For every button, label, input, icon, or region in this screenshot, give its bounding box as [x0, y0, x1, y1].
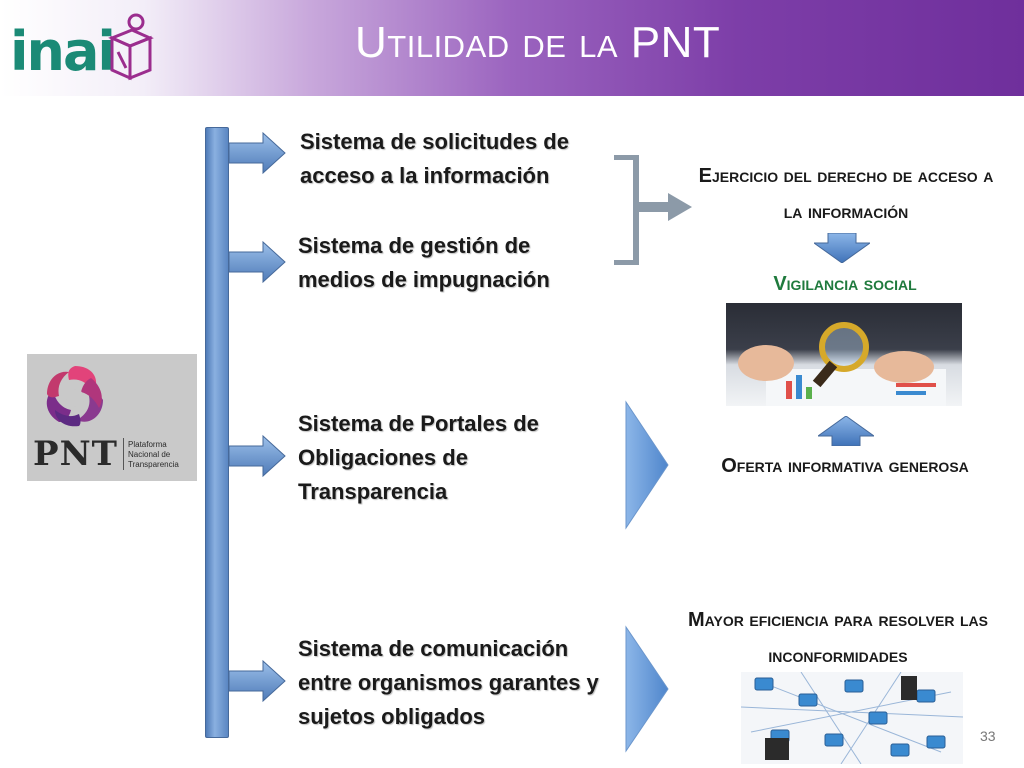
vertical-connector-bar — [205, 127, 229, 738]
system-label: Sistema de solicitudes de acceso a la in… — [300, 129, 569, 188]
arrow-right-icon — [229, 240, 286, 284]
inai-logo-text: inai — [10, 20, 116, 83]
pnt-flower-icon — [46, 366, 103, 427]
system-label: Sistema de Portales de Obligaciones de T… — [298, 411, 539, 504]
pnt-logo-letters: PNT — [33, 434, 118, 474]
header-band: inai Utilidad de la PNT — [0, 0, 1024, 96]
network-icon — [741, 672, 963, 764]
inai-logo-icon — [108, 13, 154, 81]
bracket-arrow-icon — [614, 155, 692, 265]
outcome-ejercicio: Ejercicio del derecho de acceso a la inf… — [698, 165, 994, 223]
outcome-oferta: Oferta informativa generosa — [721, 455, 969, 477]
page-number: 33 — [980, 728, 996, 744]
arrow-up-icon — [818, 416, 874, 446]
pnt-logo-subtitle: Plataforma Nacional de Transparencia — [128, 440, 179, 469]
page-title: Utilidad de la PNT — [355, 18, 721, 67]
magnifying-glass-icon — [738, 322, 946, 406]
computer-network-image — [741, 672, 963, 764]
chevron-right-icon — [625, 400, 669, 530]
system-label: Sistema de gestión de medios de impugnac… — [298, 233, 550, 292]
arrow-right-icon — [229, 131, 286, 175]
outcome-vigilancia: Vigilancia social — [773, 273, 917, 295]
magnifying-glass-chart-image — [726, 303, 962, 406]
chevron-right-icon — [625, 625, 669, 753]
pnt-logo-divider — [123, 438, 124, 470]
system-label: Sistema de comunicación entre organismos… — [298, 636, 599, 729]
arrow-right-icon — [229, 434, 286, 478]
arrow-down-icon — [814, 233, 870, 263]
pnt-logo: PNT Plataforma Nacional de Transparencia — [27, 354, 197, 481]
outcome-eficiencia: Mayor eficiencia para resolver las incon… — [688, 609, 988, 667]
arrow-right-icon — [229, 659, 286, 703]
